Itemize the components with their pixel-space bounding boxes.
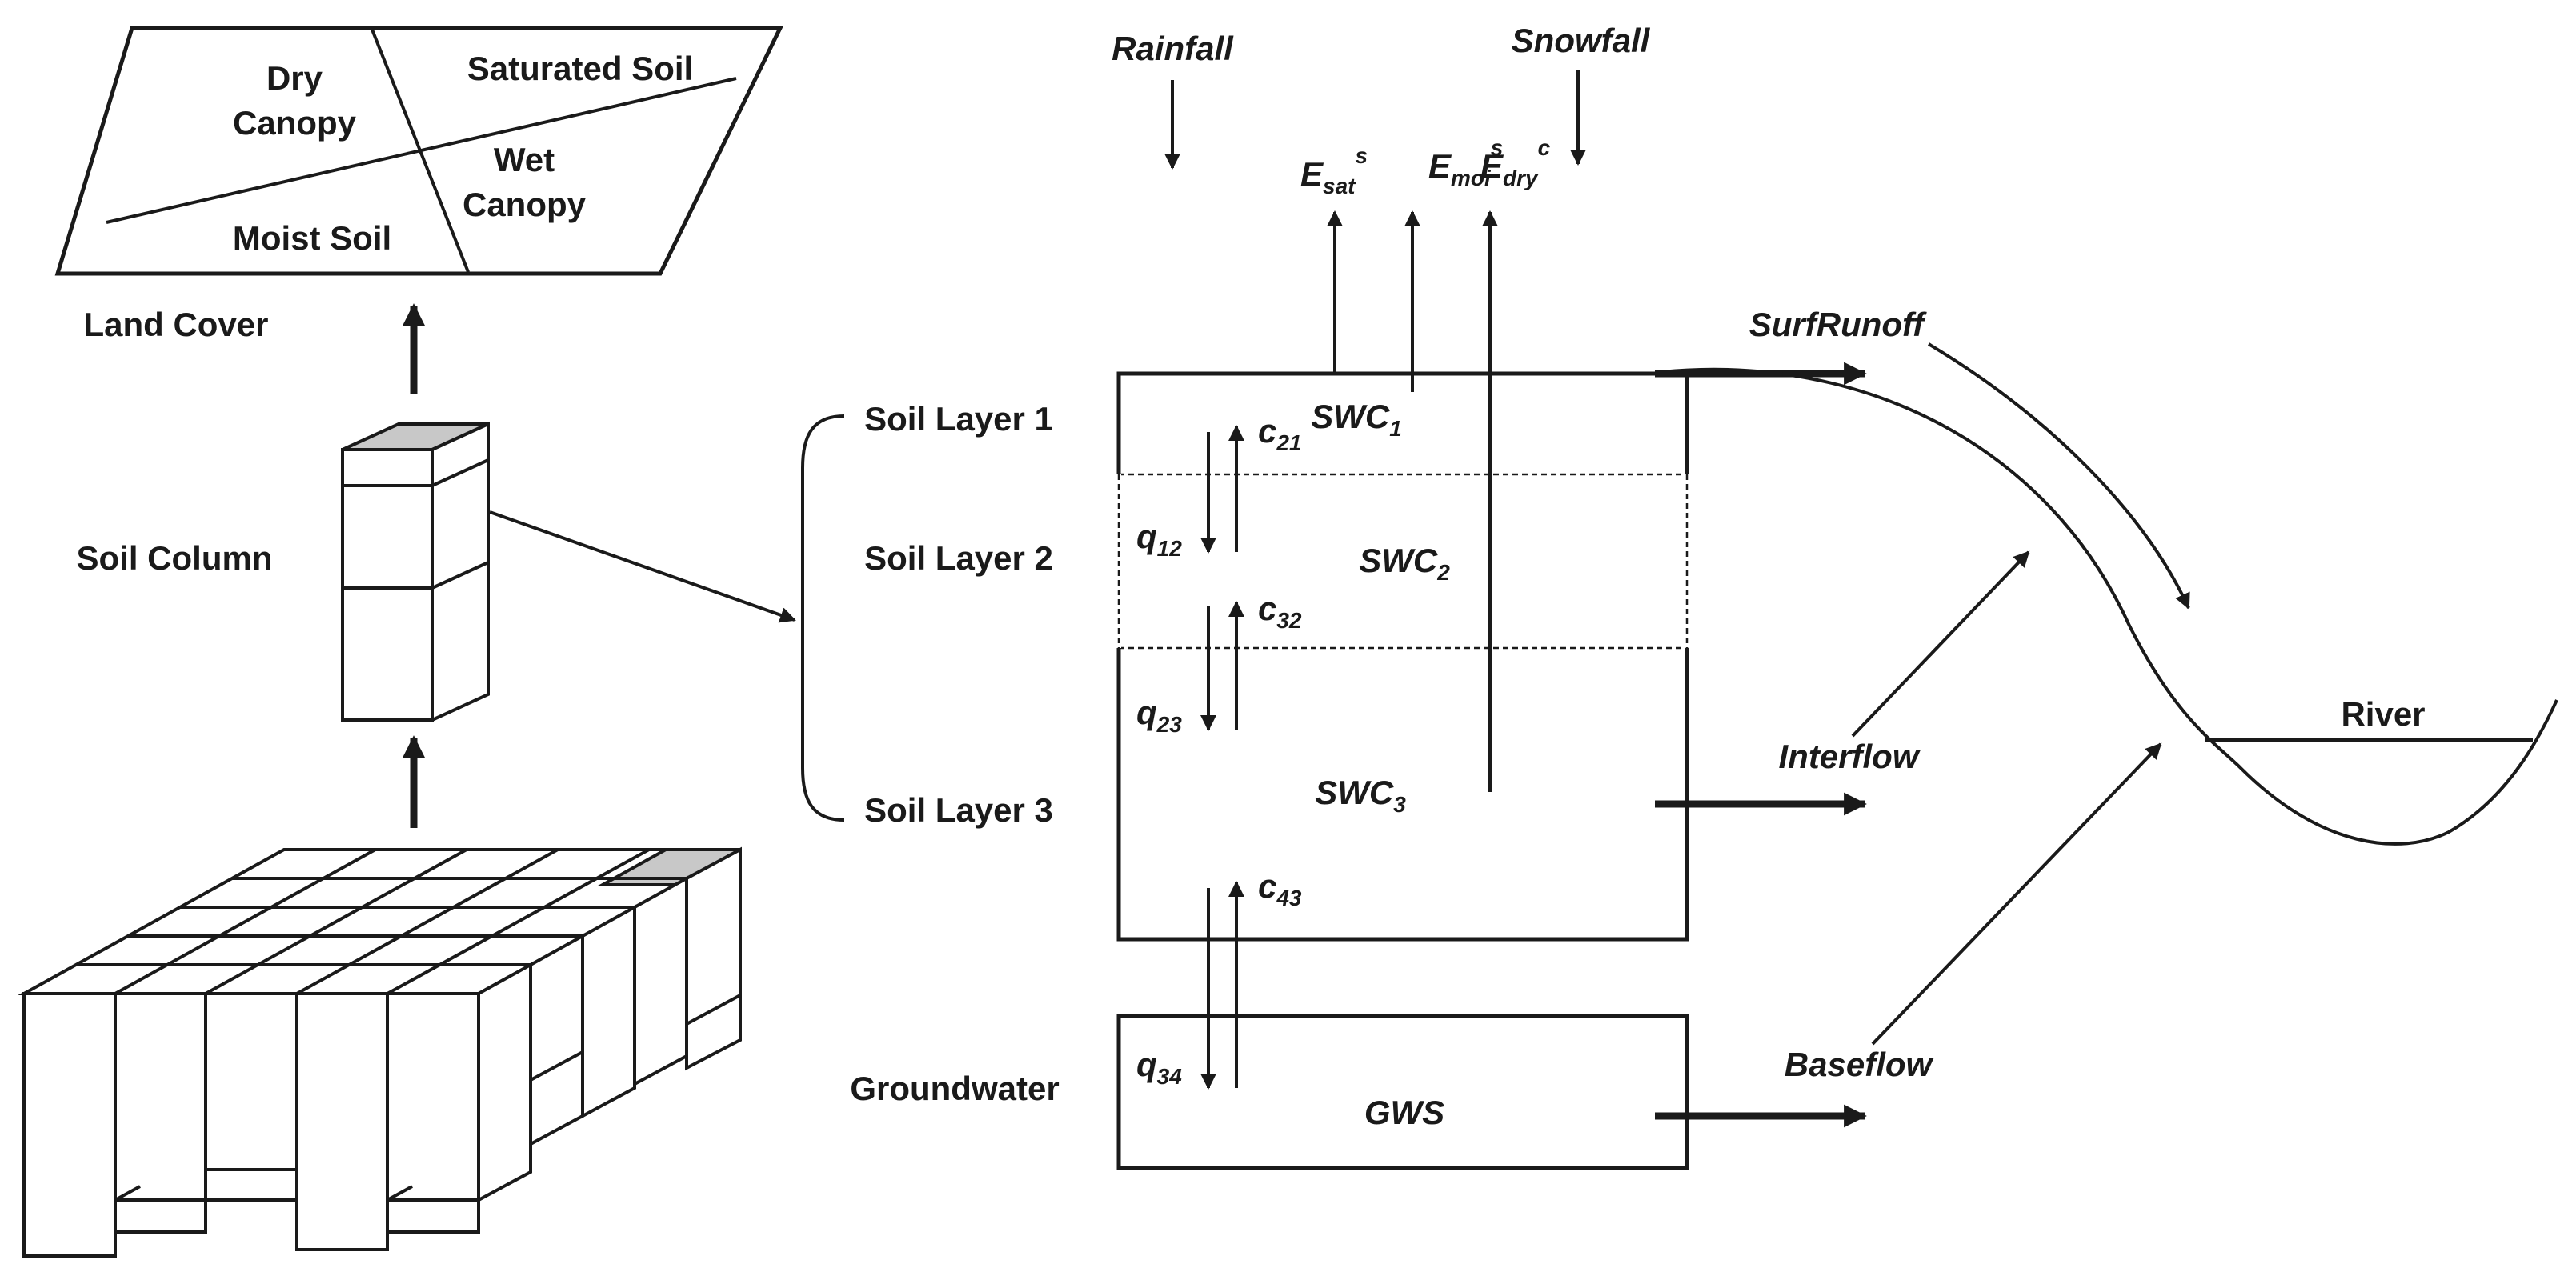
rainfall-label: Rainfall [1112, 30, 1234, 67]
soil-layer-2-label: Soil Layer 2 [864, 539, 1053, 577]
q34-label: q34 [1136, 1046, 1182, 1089]
groundwater-box [1116, 1014, 1689, 1170]
soil-column-block [341, 421, 490, 723]
q23-label: q23 [1136, 694, 1182, 737]
river-label: River [2341, 695, 2425, 733]
soil-column-label: Soil Column [77, 539, 273, 577]
c43-label: c43 [1258, 867, 1302, 910]
soil-layer-1-label: Soil Layer 1 [864, 400, 1053, 438]
baseflow-label: Baseflow [1785, 1046, 1934, 1083]
c21-label: c21 [1258, 412, 1302, 455]
soil-layers-brace [801, 414, 845, 822]
edry-label: Edryc [1480, 135, 1551, 190]
basin-grid [18, 846, 742, 1258]
swc1-label: SWC1 [1311, 398, 1402, 441]
snowfall-label: Snowfall [1512, 22, 1651, 59]
emoi-label: Emois [1428, 135, 1503, 190]
surf-to-river-arrow [1927, 342, 2190, 610]
interflow-label: Interflow [1779, 738, 1921, 775]
dry-canopy-label-1: Dry [266, 59, 323, 97]
swc2-label: SWC2 [1359, 542, 1450, 585]
wet-canopy-label-2: Canopy [463, 186, 587, 223]
dry-canopy-label-2: Canopy [233, 104, 357, 142]
q12-label: q12 [1136, 518, 1182, 561]
saturated-soil-label: Saturated Soil [467, 50, 693, 87]
soil-layer-3-label: Soil Layer 3 [864, 791, 1053, 829]
river-channel-profile [1660, 367, 2558, 846]
groundwater-label: Groundwater [850, 1070, 1059, 1107]
surf-runoff-label: SurfRunoff [1749, 306, 1928, 343]
moist-soil-label: Moist Soil [233, 219, 391, 257]
swc3-label: SWC3 [1315, 774, 1406, 817]
soil-box [1116, 371, 1689, 942]
baseflow-to-river-arrow [1871, 742, 2162, 1046]
c32-label: c32 [1258, 590, 1302, 633]
soil-column-connector-arrow [489, 510, 796, 623]
gws-label: GWS [1364, 1094, 1444, 1131]
esat-label: Esats [1300, 143, 1368, 198]
interflow-to-river-arrow [1851, 550, 2030, 738]
land-cover-parallelogram [54, 26, 784, 276]
wet-canopy-label-1: Wet [494, 141, 555, 178]
land-cover-label: Land Cover [83, 306, 268, 343]
